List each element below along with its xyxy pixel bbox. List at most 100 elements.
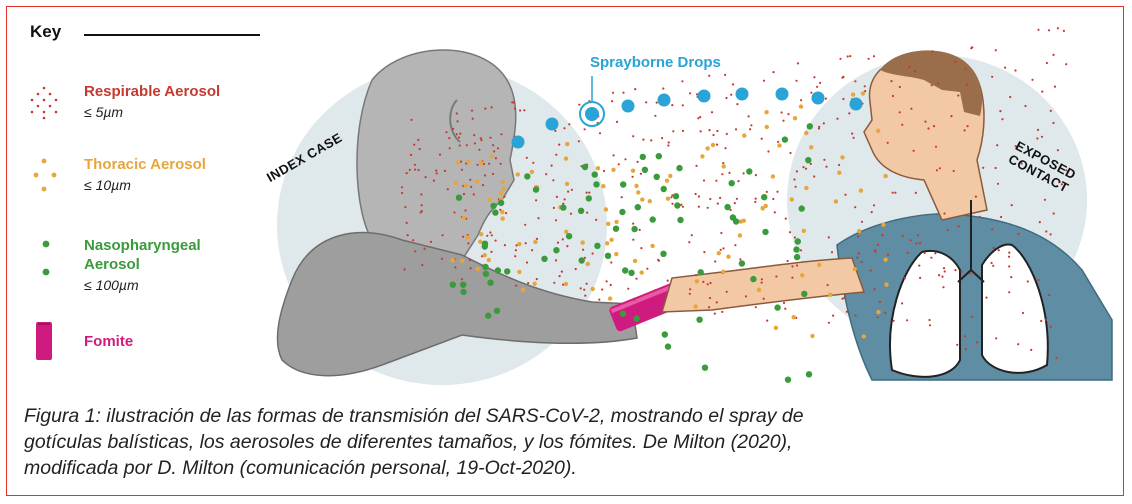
thoracic-dot [639, 270, 644, 275]
nasopharyngeal-dot [532, 186, 540, 193]
respirable-dot [468, 258, 471, 262]
sprayborne-drops [511, 87, 863, 149]
respirable-dot [762, 79, 766, 82]
respirable-dot [794, 185, 797, 188]
respirable-dot [666, 279, 669, 282]
respirable-dot [1044, 318, 1047, 321]
thoracic-dot [636, 190, 641, 195]
respirable-dot [404, 206, 407, 209]
nasopharyngeal-dot [578, 257, 585, 264]
respirable-dot [863, 85, 866, 88]
respirable-dot [725, 290, 728, 293]
respirable-dot [1047, 29, 1051, 32]
respirable-dot [722, 162, 725, 165]
respirable-dot [525, 156, 528, 159]
respirable-dot [473, 142, 476, 145]
thoracic-dot [884, 282, 889, 287]
respirable-dot [413, 143, 416, 146]
respirable-dot [690, 234, 693, 237]
respirable-dot [562, 283, 565, 286]
respirable-dot [467, 242, 470, 245]
respirable-dot [915, 242, 918, 245]
respirable-dot [813, 76, 816, 79]
thoracic-dot [857, 228, 862, 234]
thoracic-dot [694, 279, 699, 284]
respirable-dot [523, 109, 526, 112]
respirable-dot [813, 175, 816, 178]
respirable-dot [473, 134, 476, 137]
nasopharyngeal-dot [641, 166, 649, 173]
thoracic-dot [563, 281, 569, 287]
thoracic-dot [498, 190, 503, 195]
respirable-dot [500, 133, 503, 136]
respirable-dot [441, 257, 444, 260]
thoracic-dot [517, 269, 522, 275]
respirable-dot [457, 136, 461, 139]
key-underline [84, 34, 260, 36]
thoracic-dot [564, 181, 570, 187]
thoracic-dot [634, 183, 639, 189]
respirable-dot [496, 147, 500, 150]
respirable-dot [1021, 311, 1025, 315]
thoracic-dot [760, 206, 765, 211]
thoracic-dot [630, 168, 636, 173]
respirable-dot [482, 162, 485, 166]
respirable-dot [655, 101, 658, 104]
medium-dots-icon [33, 158, 57, 192]
respirable-dot [966, 125, 969, 128]
respirable-dot [978, 215, 981, 218]
respirable-dot [996, 144, 999, 147]
respirable-dot [667, 141, 670, 144]
nasopharyngeal-dot [593, 181, 600, 188]
respirable-dot [836, 117, 839, 120]
respirable-dot [842, 97, 845, 101]
respirable-dot [994, 49, 997, 52]
respirable-dot [997, 249, 1000, 252]
respirable-dot [873, 288, 876, 291]
respirable-dot [744, 295, 748, 298]
respirable-dot [524, 223, 527, 226]
respirable-dot [860, 260, 863, 264]
thoracic-dot [450, 258, 455, 263]
respirable-dot [550, 164, 553, 167]
respirable-dot [448, 137, 451, 140]
respirable-dot [927, 127, 930, 130]
respirable-dot [795, 264, 799, 267]
respirable-dot [719, 196, 722, 199]
nasopharyngeal-dot [793, 246, 800, 253]
respirable-dot [615, 120, 619, 123]
respirable-dot [716, 129, 719, 133]
respirable-dot [460, 168, 463, 171]
respirable-dot [1048, 293, 1051, 297]
thoracic-dot [453, 180, 458, 186]
respirable-dot [654, 289, 657, 292]
nasopharyngeal-dot [504, 268, 511, 275]
respirable-dot [772, 197, 775, 201]
key-label: Thoracic Aerosol [84, 156, 206, 173]
thoracic-dot [611, 167, 616, 172]
respirable-dot [912, 149, 915, 152]
respirable-dot [710, 111, 714, 114]
respirable-dot [438, 153, 442, 156]
respirable-dot [460, 278, 463, 281]
respirable-dot [715, 143, 719, 146]
thoracic-dot [883, 173, 888, 179]
thoracic-dot [850, 92, 856, 97]
respirable-dot [928, 318, 931, 322]
respirable-dot [553, 281, 556, 284]
respirable-dot [749, 128, 752, 131]
respirable-dot [489, 231, 492, 234]
respirable-dot [773, 211, 776, 214]
respirable-dot [1008, 265, 1011, 268]
respirable-dot [825, 165, 828, 168]
respirable-dot [414, 168, 417, 171]
respirable-dot [555, 153, 558, 156]
thoracic-dot [800, 273, 805, 278]
respirable-dot [793, 178, 796, 181]
respirable-dot [706, 283, 709, 286]
respirable-dot [490, 250, 493, 253]
respirable-dot [960, 270, 963, 273]
respirable-dot [708, 306, 711, 309]
respirable-dot [409, 153, 413, 156]
respirable-dot [476, 163, 479, 166]
